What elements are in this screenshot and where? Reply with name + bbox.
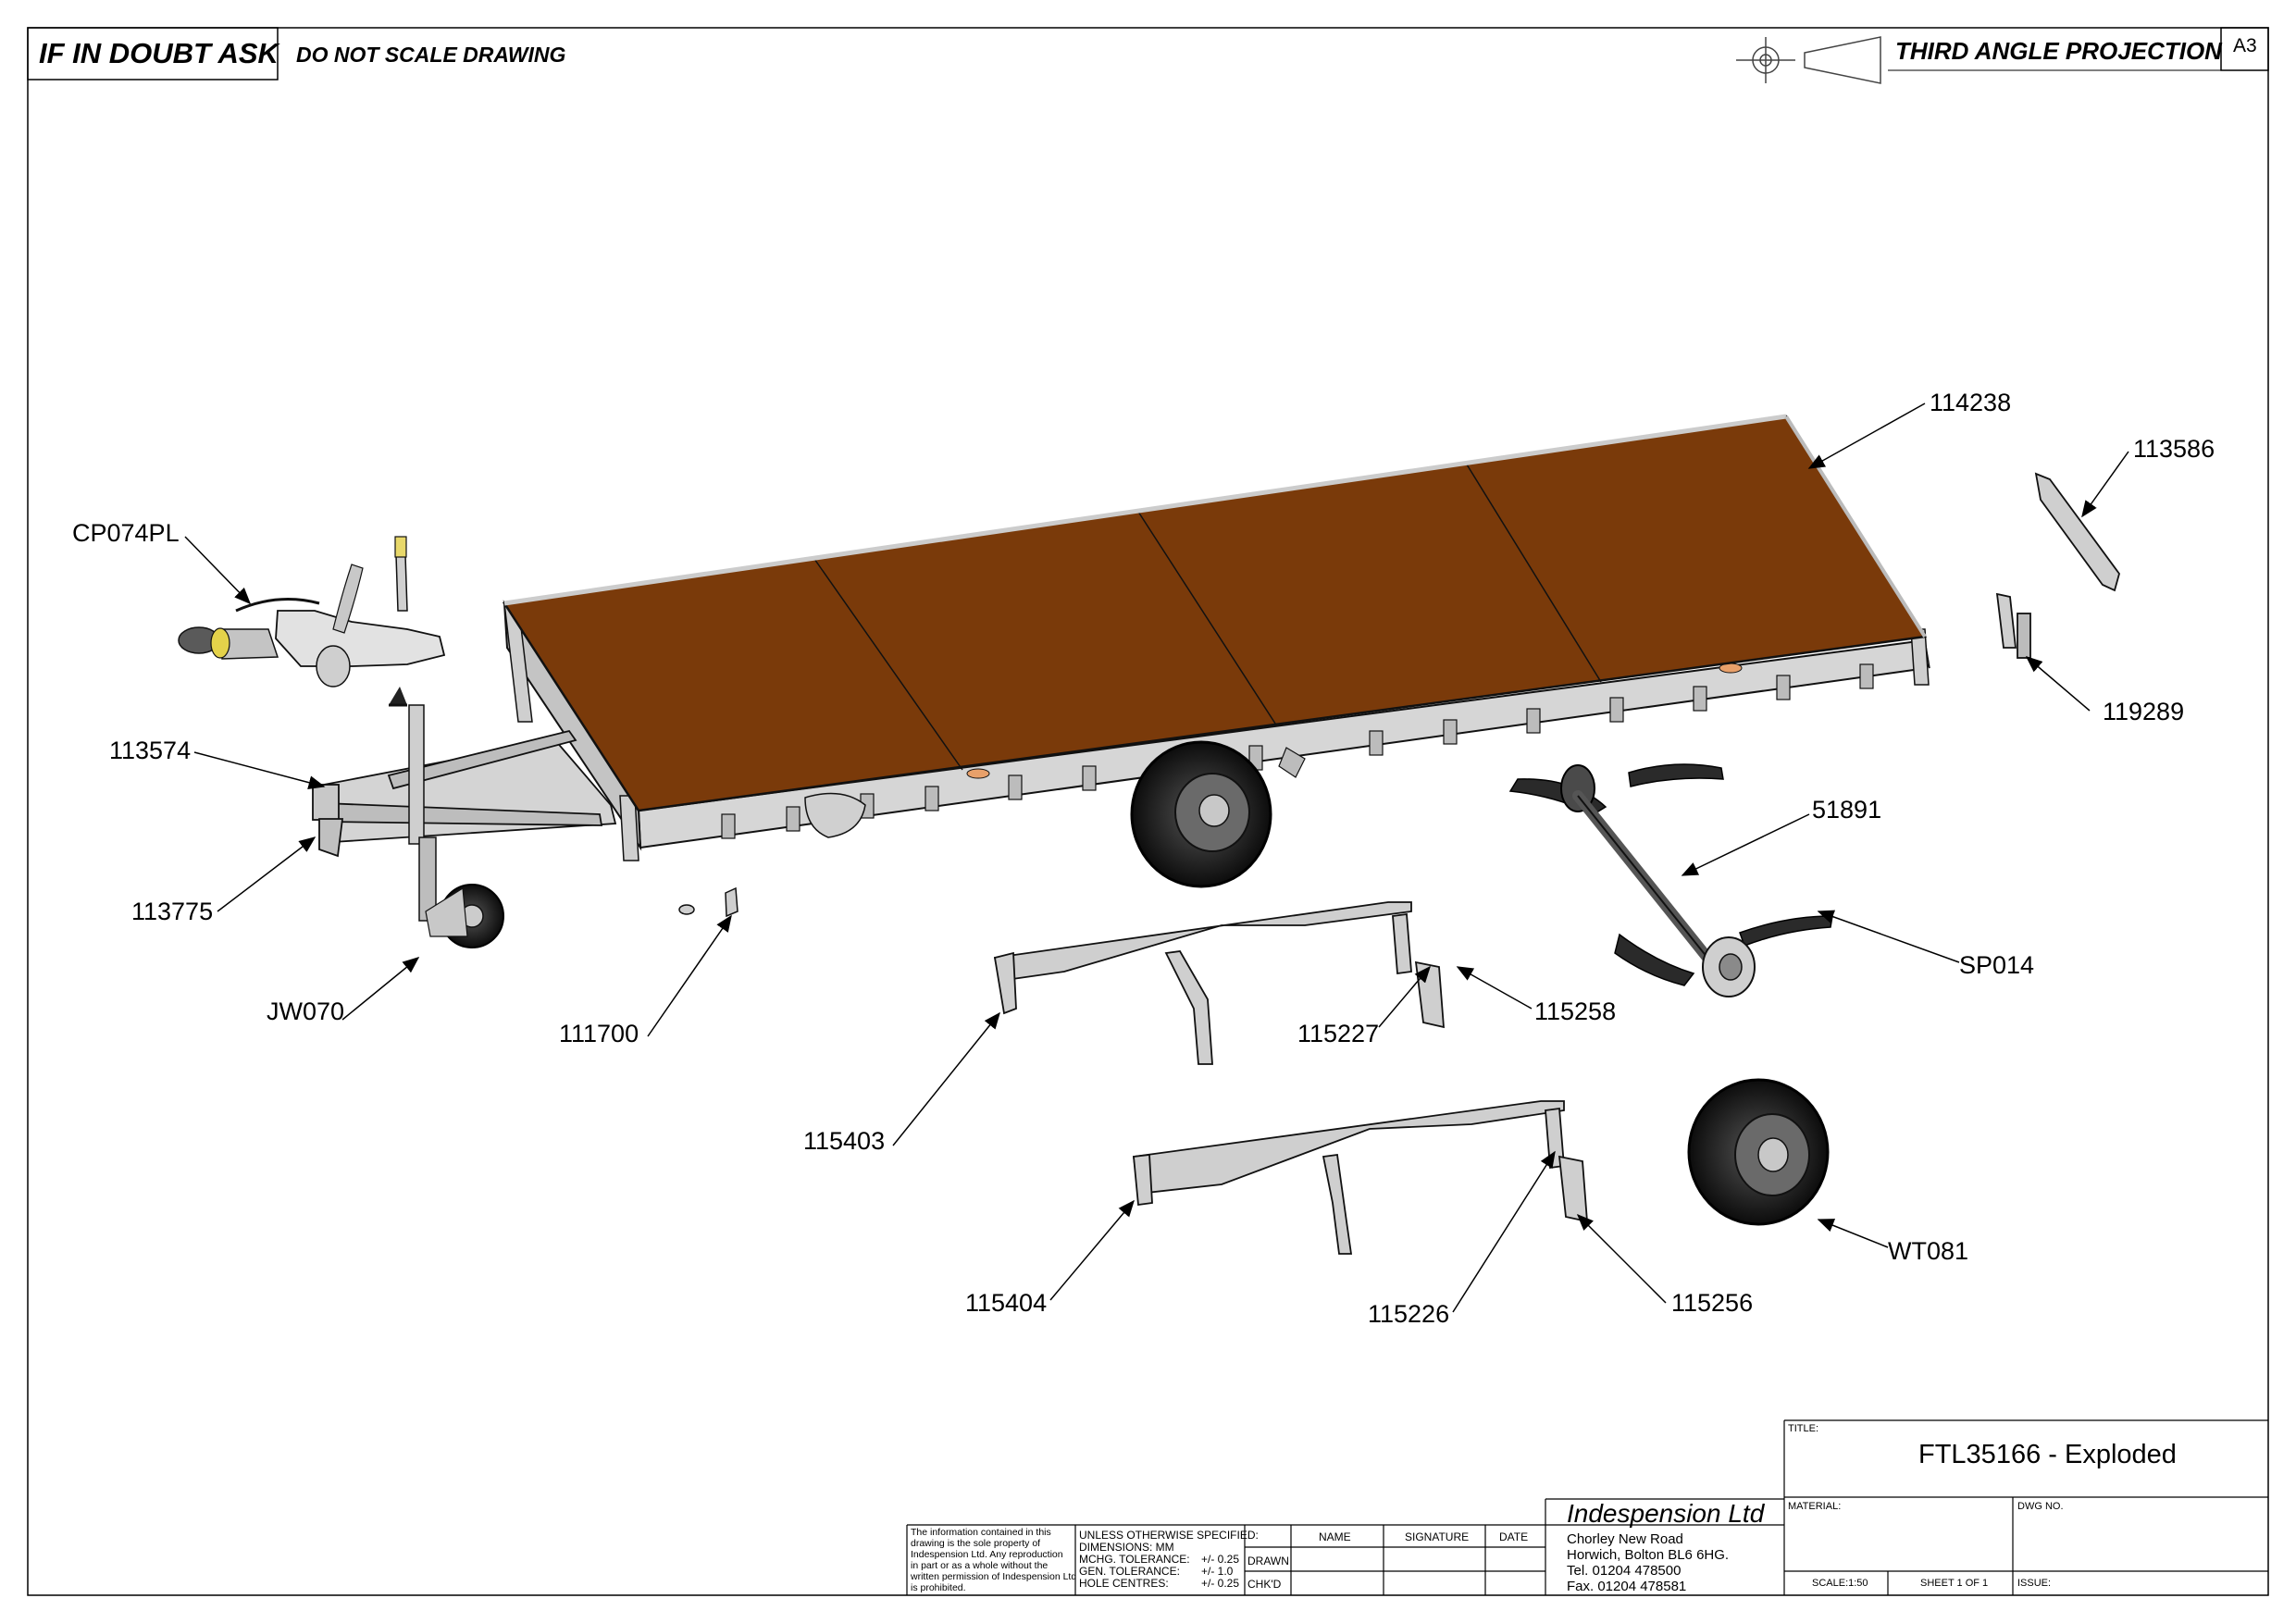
sheet-value: SHEET 1 OF 1	[1920, 1578, 1989, 1589]
sheet-border	[27, 27, 2269, 1596]
projection-label: THIRD ANGLE PROJECTION	[1895, 37, 2222, 65]
confidentiality-line-6: is prohibited.	[911, 1582, 966, 1593]
callout-jw070: JW070	[267, 997, 345, 1025]
callout-113775: 113775	[131, 898, 214, 925]
if-in-doubt-label: IF IN DOUBT ASK	[39, 37, 279, 69]
checked-row-label: CHK'D	[1247, 1578, 1282, 1591]
hole-centres-label: HOLE CENTRES:	[1079, 1577, 1169, 1590]
hole-centres-value: +/- 0.25	[1201, 1577, 1240, 1590]
leader-lines	[184, 403, 2129, 1313]
jockey-wheel	[389, 687, 504, 948]
tolerance-heading: UNLESS OTHERWISE SPECIFIED:	[1079, 1529, 1259, 1542]
company-name: Indespension Ltd	[1567, 1499, 1765, 1528]
scale-value: SCALE:1:50	[1812, 1578, 1868, 1589]
dwg-no-label: DWG NO.	[2017, 1501, 2064, 1512]
callout-51891: 51891	[1812, 796, 1882, 824]
callout-115404: 115404	[965, 1289, 1048, 1317]
sheet-size-label: A3	[2233, 35, 2257, 56]
confidentiality-line-3: Indespension Ltd. Any reproduction	[911, 1549, 1063, 1560]
issue-label: ISSUE:	[2017, 1578, 2052, 1589]
callout-115256: 115256	[1671, 1289, 1754, 1317]
mchg-tolerance-label: MCHG. TOLERANCE:	[1079, 1553, 1190, 1566]
confidentiality-line-1: The information contained in this	[911, 1527, 1051, 1538]
drawbar	[312, 729, 617, 858]
date-header: DATE	[1499, 1530, 1529, 1543]
title-label: TITLE:	[1788, 1423, 1819, 1434]
deck-panels	[502, 414, 1928, 812]
coupling-head	[178, 536, 446, 688]
drawn-row-label: DRAWN	[1247, 1555, 1289, 1567]
company-fax: Fax. 01204 478581	[1567, 1579, 1687, 1594]
name-header: NAME	[1319, 1530, 1351, 1543]
callout-cp074pl: CP074PL	[72, 519, 180, 547]
company-address-2: Horwich, Bolton BL6 6HG.	[1567, 1547, 1730, 1563]
callout-113574: 113574	[109, 737, 192, 764]
callout-115403: 115403	[803, 1127, 886, 1155]
rear-lamp-bracket	[1995, 472, 2120, 659]
callout-sp014: SP014	[1959, 951, 2035, 979]
drawing-title: FTL35166 - Exploded	[1918, 1440, 2177, 1469]
spare-wheel	[1687, 1078, 1830, 1226]
mudguard-support-115404	[1132, 1100, 1588, 1255]
material-label: MATERIAL:	[1788, 1501, 1842, 1512]
callout-115258: 115258	[1534, 997, 1617, 1025]
callout-119289: 119289	[2103, 698, 2185, 725]
gen-tolerance-label: GEN. TOLERANCE:	[1079, 1565, 1180, 1578]
axle-assembly	[1508, 763, 1833, 997]
callout-115227: 115227	[1297, 1020, 1380, 1047]
confidentiality-line-2: drawing is the sole property of	[911, 1538, 1041, 1549]
callout-114238: 114238	[1930, 389, 2012, 416]
callout-111700: 111700	[559, 1020, 639, 1047]
callout-wt081: WT081	[1888, 1237, 1969, 1265]
mchg-tolerance-value: +/- 0.25	[1201, 1553, 1240, 1566]
signature-header: SIGNATURE	[1405, 1530, 1470, 1543]
tolerance-dimensions: DIMENSIONS: MM	[1079, 1541, 1174, 1554]
projection-symbol	[1736, 36, 1881, 84]
callout-113586: 113586	[2133, 435, 2215, 463]
trailer-wheel	[1130, 740, 1306, 888]
part-111700-shape	[678, 886, 738, 918]
company-tel: Tel. 01204 478500	[1567, 1563, 1682, 1579]
company-address-1: Chorley New Road	[1567, 1531, 1683, 1547]
confidentiality-line-4: in part or as a whole without the	[911, 1560, 1049, 1571]
callout-115226: 115226	[1368, 1300, 1450, 1328]
do-not-scale-label: DO NOT SCALE DRAWING	[296, 43, 566, 67]
confidentiality-line-5: written permission of Indespension Ltd	[911, 1571, 1077, 1582]
title-block-frame	[906, 1419, 2268, 1595]
gen-tolerance-value: +/- 1.0	[1201, 1565, 1234, 1578]
